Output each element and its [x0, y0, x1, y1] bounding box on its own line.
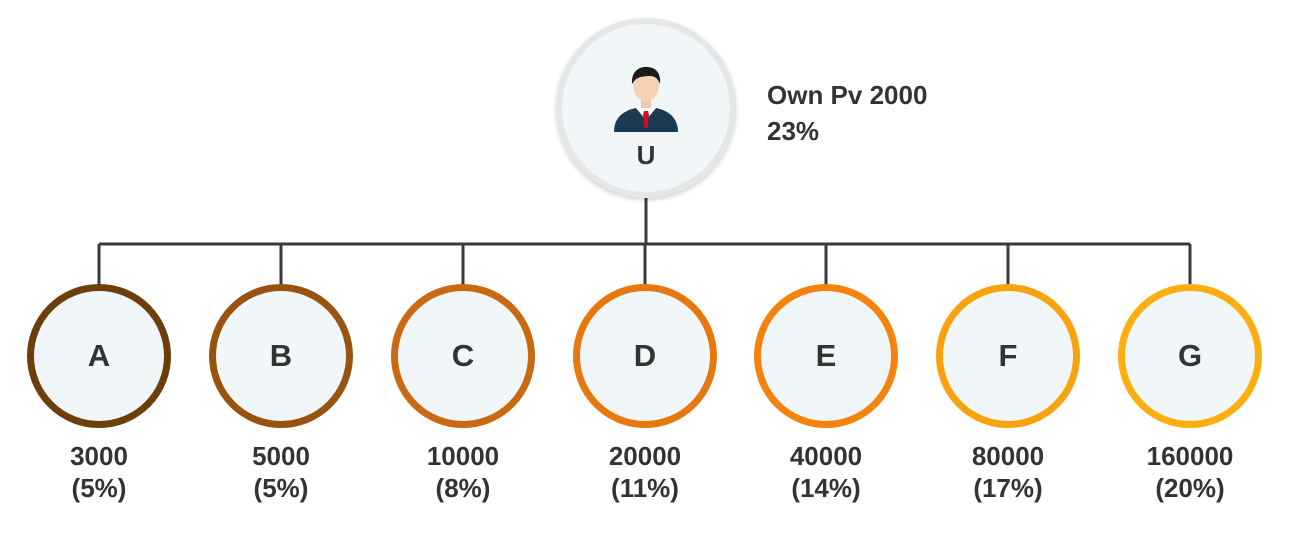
child-caption: 40000(14%)	[746, 440, 906, 504]
child-node-g: G	[1118, 284, 1262, 428]
child-value: 5000	[252, 441, 310, 471]
child-value: 160000	[1146, 441, 1234, 471]
child-value: 10000	[426, 441, 500, 471]
child-caption: 80000(17%)	[928, 440, 1088, 504]
child-value: 20000	[608, 441, 682, 471]
child-percent: (14%)	[791, 473, 861, 503]
child-node-f: F	[936, 284, 1080, 428]
root-node: U	[556, 18, 736, 198]
child-value: 40000	[789, 441, 863, 471]
child-label: F	[998, 338, 1018, 373]
child-node-a: A	[27, 284, 171, 428]
child-node-c: C	[391, 284, 535, 428]
child-label: A	[87, 338, 111, 373]
child-node-b: B	[209, 284, 353, 428]
child-caption: 10000(8%)	[383, 440, 543, 504]
child-label: D	[633, 338, 657, 373]
child-percent: (5%)	[71, 473, 127, 503]
root-info: Own Pv 2000 23%	[767, 77, 927, 149]
child-caption: 3000(5%)	[19, 440, 179, 504]
own-pv-text: Own Pv 2000	[767, 80, 928, 110]
child-percent: (8%)	[435, 473, 491, 503]
child-percent: (11%)	[611, 473, 679, 503]
root-label: U	[636, 140, 656, 170]
child-caption: 160000(20%)	[1110, 440, 1270, 504]
child-label: G	[1177, 338, 1203, 373]
child-node-d: D	[573, 284, 717, 428]
businessman-icon	[614, 66, 678, 132]
child-caption: 5000(5%)	[201, 440, 361, 504]
child-value: 80000	[971, 441, 1045, 471]
child-label: B	[269, 338, 293, 373]
child-label: E	[815, 338, 837, 373]
own-percent-text: 23%	[767, 116, 820, 146]
child-value: 3000	[70, 441, 128, 471]
child-percent: (20%)	[1155, 473, 1225, 503]
child-caption: 20000(11%)	[565, 440, 725, 504]
child-percent: (5%)	[253, 473, 309, 503]
child-node-e: E	[754, 284, 898, 428]
child-label: C	[451, 338, 475, 373]
child-percent: (17%)	[973, 473, 1043, 503]
